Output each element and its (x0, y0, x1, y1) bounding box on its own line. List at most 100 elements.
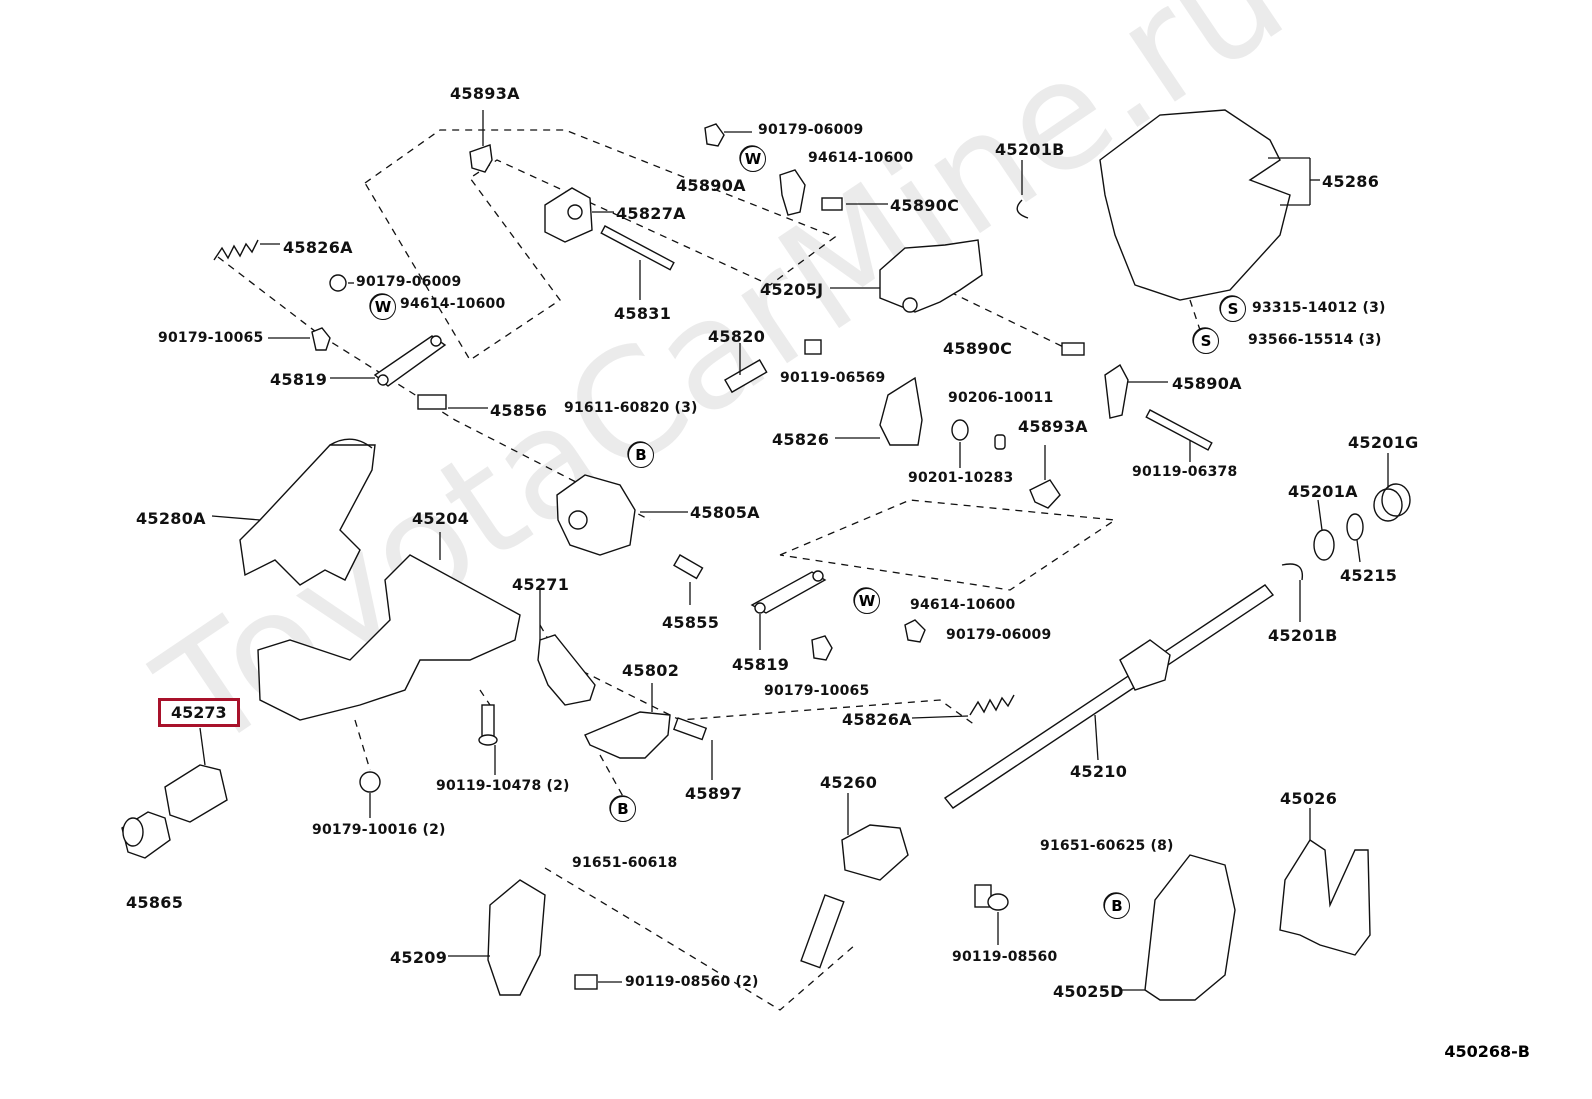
label-45204[interactable]: 45204 (412, 509, 470, 528)
label-45890C-mid[interactable]: 45890C (943, 339, 1013, 358)
label-45826A-top[interactable]: 45826A (283, 238, 353, 257)
label-45802[interactable]: 45802 (622, 661, 680, 680)
label-45215[interactable]: 45215 (1340, 566, 1398, 585)
sleeve-45273 (164, 727, 228, 823)
label-90201-10283[interactable]: 90201-10283 (908, 470, 1014, 486)
label-45025D[interactable]: 45025D (1053, 982, 1124, 1001)
shaft-45210 (943, 584, 1275, 809)
label-45273-text: 45273 (171, 703, 227, 722)
screw-s-marker-bottom: S (1193, 328, 1219, 354)
label-45201B-mid[interactable]: 45201B (1268, 626, 1338, 645)
label-45893A-top[interactable]: 45893A (450, 84, 520, 103)
label-90179-06009-c[interactable]: 90179-06009 (946, 627, 1052, 643)
label-91651-60618[interactable]: 91651-60618 (572, 855, 678, 871)
label-90119-08560-b[interactable]: 90119-08560 (2) (625, 974, 759, 990)
label-90179-10065-b[interactable]: 90179-10065 (764, 683, 870, 699)
link-45819-a (330, 335, 447, 387)
bolt-90119-08560-a (974, 884, 1009, 945)
bolt-90119-08560-b (574, 974, 622, 990)
label-45865[interactable]: 45865 (126, 893, 184, 912)
link-45819-b (750, 570, 827, 650)
label-94614-10600-b[interactable]: 94614-10600 (400, 296, 506, 312)
label-93315-14012[interactable]: 93315-14012 (3) (1252, 300, 1386, 316)
bolt-b-marker-3: B (1104, 893, 1130, 919)
label-45205J[interactable]: 45205J (760, 280, 824, 299)
label-45286[interactable]: 45286 (1322, 172, 1380, 191)
washer-90201-10283 (951, 419, 969, 468)
label-90179-10016[interactable]: 90179-10016 (2) (312, 822, 446, 838)
nut-90179-06009-a (329, 274, 354, 292)
label-45831[interactable]: 45831 (614, 304, 672, 323)
lever-45890A-mid (1104, 363, 1168, 419)
label-45805A[interactable]: 45805A (690, 503, 760, 522)
label-45890C-top[interactable]: 45890C (890, 196, 960, 215)
bolt-b-marker-2: B (610, 796, 636, 822)
label-45209[interactable]: 45209 (390, 948, 448, 967)
label-45855[interactable]: 45855 (662, 613, 720, 632)
joint-45209 (448, 879, 546, 996)
label-90119-06378[interactable]: 90119-06378 (1132, 464, 1238, 480)
bolt-90119-06378 (1145, 409, 1213, 462)
label-45273-highlighted[interactable]: 45273 (158, 698, 240, 727)
label-90179-06009-a[interactable]: 90179-06009 (758, 122, 864, 138)
clip-45201B-mid (1281, 563, 1304, 622)
label-90179-06009-b[interactable]: 90179-06009 (356, 274, 462, 290)
label-45819-a[interactable]: 45819 (270, 370, 328, 389)
ring-45201A (1313, 499, 1335, 561)
cover-45286 (1099, 109, 1320, 301)
cover-45271 (537, 590, 596, 706)
ring-45215 (1346, 513, 1364, 563)
label-45893A-mid[interactable]: 45893A (1018, 417, 1088, 436)
cover-45025D (1120, 854, 1236, 1001)
label-45201A[interactable]: 45201A (1288, 482, 1358, 501)
label-45026[interactable]: 45026 (1280, 789, 1338, 808)
label-45820[interactable]: 45820 (708, 327, 766, 346)
joint-45260 (800, 793, 909, 969)
plate-45827A (544, 187, 614, 243)
nut-90179-10065-a (268, 327, 331, 351)
label-45827A[interactable]: 45827A (616, 204, 686, 223)
label-45826[interactable]: 45826 (772, 430, 830, 449)
label-45271[interactable]: 45271 (512, 575, 570, 594)
label-94614-10600-c[interactable]: 94614-10600 (910, 597, 1016, 613)
label-93566-15514[interactable]: 93566-15514 (3) (1248, 332, 1382, 348)
label-45890A-mid[interactable]: 45890A (1172, 374, 1242, 393)
label-45897[interactable]: 45897 (685, 784, 743, 803)
label-45201G[interactable]: 45201G (1348, 433, 1419, 452)
washer-w-marker-c: W (854, 588, 880, 614)
label-45210[interactable]: 45210 (1070, 762, 1128, 781)
bolt-90119-06569 (804, 339, 822, 355)
housing-45280A (211, 438, 376, 586)
label-45260[interactable]: 45260 (820, 773, 878, 792)
label-91611-60820[interactable]: 91611-60820 (3) (564, 400, 698, 416)
label-45890A-top[interactable]: 45890A (676, 176, 746, 195)
dashed-shaft-joint (544, 867, 856, 1011)
washer-w-marker-top: W (740, 146, 766, 172)
label-94614-10600-a[interactable]: 94614-10600 (808, 150, 914, 166)
label-90179-10065-a[interactable]: 90179-10065 (158, 330, 264, 346)
label-91651-60625[interactable]: 91651-60625 (8) (1040, 838, 1174, 854)
nut-90179-10016 (359, 771, 381, 818)
label-90119-08560-a[interactable]: 90119-08560 (952, 949, 1058, 965)
pin-45855 (673, 554, 704, 605)
clip-45201B-top (1016, 160, 1029, 219)
pin-45856 (417, 394, 488, 410)
label-45856[interactable]: 45856 (490, 401, 548, 420)
pin-45831 (600, 225, 675, 300)
nut-90179-06009-c (904, 619, 926, 643)
nut-90179-06009-top (704, 123, 752, 147)
bolt-90119-10478 (478, 704, 498, 775)
lock-45805A (556, 474, 688, 556)
spring-45201G (1373, 453, 1411, 522)
label-45826A-mid[interactable]: 45826A (842, 710, 912, 729)
bracket-45204 (257, 532, 521, 721)
label-90119-06569[interactable]: 90119-06569 (780, 370, 886, 386)
label-45819-b[interactable]: 45819 (732, 655, 790, 674)
nut-90206-10011 (994, 434, 1006, 450)
label-90206-10011[interactable]: 90206-10011 (948, 390, 1054, 406)
bracket-45893A-top (469, 110, 493, 173)
label-45201B-top[interactable]: 45201B (995, 140, 1065, 159)
label-45280A[interactable]: 45280A (136, 509, 206, 528)
label-90119-10478[interactable]: 90119-10478 (2) (436, 778, 570, 794)
